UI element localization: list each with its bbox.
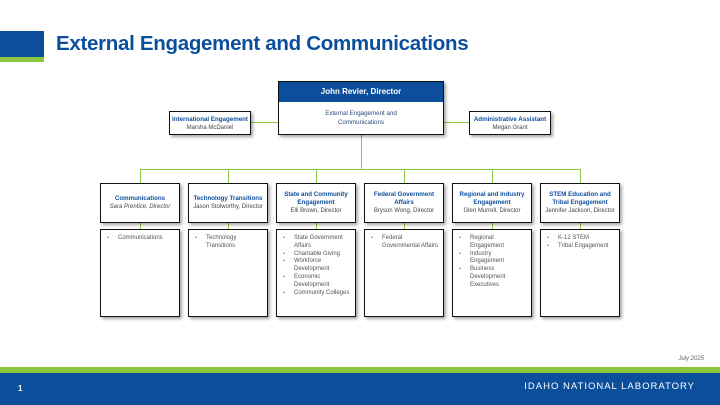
connector-drop (316, 169, 317, 183)
department-director: Glen Murrell, Director (463, 208, 521, 214)
administrative-assistant-box: Administrative Assistant Megan Grant (469, 111, 551, 135)
connector-drop (404, 169, 405, 183)
department-functions-list: K-12 STEMTribal Engagement (541, 230, 619, 251)
list-item: Industry Engagement (459, 251, 527, 267)
department-director: Sara Prentice, Director (109, 204, 171, 210)
connector-link (580, 223, 581, 229)
director-name: John Revier, Director (279, 82, 443, 102)
department-director: Bryson Wong, Director (373, 208, 435, 214)
department-functions-box: Federal Governmental Affairs (364, 229, 444, 317)
department-functions-list: Regional EngagementIndustry EngagementBu… (453, 230, 531, 290)
connector-link (492, 223, 493, 229)
department-director: Jennifer Jackson, Director (545, 208, 615, 214)
footer-bar (0, 373, 720, 405)
page-title: External Engagement and Communications (56, 32, 469, 55)
list-item: Charitable Giving (283, 251, 351, 259)
department-director: Elli Brown, Director (290, 208, 342, 214)
department-functions-list: Technology Transitions (189, 230, 267, 251)
department-title: Communications (114, 195, 166, 202)
organization-name: IDAHO NATIONAL LABORATORY (524, 381, 695, 392)
title-accent-block (0, 31, 44, 57)
list-item: Federal Governmental Affairs (371, 235, 439, 251)
title-accent-strip (0, 57, 44, 62)
department-functions-list: Communications (101, 230, 179, 243)
international-engagement-box: International Engagement Marsha McDaniel (169, 111, 251, 135)
connector-drop (228, 169, 229, 183)
department-functions-list: Federal Governmental Affairs (365, 230, 443, 251)
department-functions-box: Technology Transitions (188, 229, 268, 317)
list-item: Workforce Development (283, 258, 351, 274)
side-right-title: Administrative Assistant (473, 116, 547, 123)
list-item: Business Development Executives (459, 266, 527, 289)
list-item: Tribal Engagement (547, 243, 615, 251)
list-item: Regional Engagement (459, 235, 527, 251)
connector-link (404, 223, 405, 229)
department-functions-box: Communications (100, 229, 180, 317)
list-item: Community Colleges (283, 290, 351, 298)
department-title: State and Community Engagement (284, 191, 348, 206)
connector-link (140, 223, 141, 229)
list-item: Economic Development (283, 274, 351, 290)
side-right-name: Megan Grant (492, 125, 528, 131)
list-item: K-12 STEM (547, 235, 615, 243)
director-org: External Engagement and Communications (325, 110, 397, 126)
connector-bus (140, 169, 581, 170)
connector-link (228, 223, 229, 229)
department-functions-box: Regional EngagementIndustry EngagementBu… (452, 229, 532, 317)
department-functions-list: State Government AffairsCharitable Givin… (277, 230, 355, 297)
director-box: John Revier, Director External Engagemen… (278, 81, 444, 135)
department-title: Technology Transitions (193, 195, 263, 202)
page-number: 1 (18, 384, 23, 393)
list-item: Technology Transitions (195, 235, 263, 251)
connector-right (444, 122, 469, 123)
side-left-title: International Engagement (172, 116, 248, 123)
department-functions-box: State Government AffairsCharitable Givin… (276, 229, 356, 317)
list-item: State Government Affairs (283, 235, 351, 251)
connector-trunk (361, 135, 362, 170)
list-item: Communications (107, 235, 175, 243)
department-functions-box: K-12 STEMTribal Engagement (540, 229, 620, 317)
connector-left (251, 122, 278, 123)
connector-drop (140, 169, 141, 183)
connector-drop (580, 169, 581, 183)
footer-accent-bar (0, 367, 720, 373)
department-director: Jason Stolworthy, Director (193, 204, 263, 210)
department-title: Regional and Industry Engagement (459, 191, 525, 206)
department-title: Federal Government Affairs (373, 191, 435, 206)
connector-link (316, 223, 317, 229)
date-label: July 2025 (678, 356, 704, 362)
department-title: STEM Education and Tribal Engagement (549, 191, 611, 206)
side-left-name: Marsha McDaniel (186, 125, 234, 131)
connector-drop (492, 169, 493, 183)
